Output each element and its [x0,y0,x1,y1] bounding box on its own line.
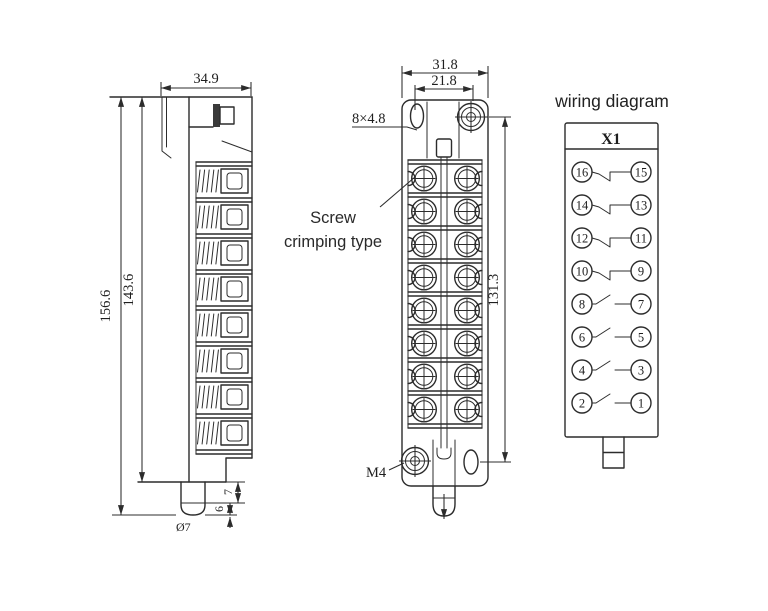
side-cell [195,269,253,302]
dim-side-pin-length: 6 [212,506,226,512]
center-rail [440,156,448,449]
dim-front-hole-spacing: 21.8 [431,73,456,89]
mounting-slot-top [409,103,425,129]
dim-side-width: 34.9 [193,71,218,87]
wiring-row-4: 10 9 [571,260,652,282]
clamp-screw-side [213,104,220,127]
terminal-number: 13 [635,198,648,212]
terminal-number: 4 [579,363,586,377]
side-cell [195,377,253,410]
terminal-number: 6 [579,330,585,344]
terminal-row [407,324,483,357]
side-cell [195,161,253,194]
terminal-number: 8 [579,297,585,311]
terminal-number: 14 [576,198,589,212]
terminal-row [407,225,483,258]
terminal-row [407,258,483,291]
wiring-block-tab [602,436,625,469]
wiring-block-outline [564,122,659,438]
terminal-row [407,159,483,192]
mounting-slot-bottom [463,449,479,475]
wiring-row-5: 8 7 [571,293,652,315]
dim-side-height-body: 143.6 [121,274,137,307]
wiring-row-1: 16 15 [571,161,652,183]
terminal-row [407,390,483,423]
terminal-number: 9 [638,264,644,278]
terminal-number: 1 [638,396,644,410]
dim-side-pin-diameter: Ø7 [176,520,191,534]
wiring-row-3: 12 11 [571,227,652,249]
side-view-terminal-cells [195,161,253,455]
terminal-number: 3 [638,363,644,377]
center-rail-slot [435,138,453,158]
terminal-number: 5 [638,330,644,344]
side-cell [195,413,253,446]
mounting-pin-side [180,481,206,516]
terminal-number: 12 [576,231,589,245]
wiring-diagram: wiring diagram X1 16 15 14 13 12 11 10 9… [554,91,669,469]
terminal-number: 15 [635,165,648,179]
dim-side-step: 7 [221,489,235,495]
side-view-dimensions: 34.9 156.6 143.6 7 6 Ø7 [98,71,252,534]
wiring-diagram-title: wiring diagram [554,91,669,111]
wiring-row-8: 2 1 [571,392,652,414]
front-view-outline [399,99,489,519]
dim-slot-spec: 8×4.8 [352,111,386,127]
dim-front-width: 31.8 [432,57,457,73]
dim-side-height-total: 156.6 [98,290,114,323]
terminal-row [407,192,483,225]
wiring-row-7: 4 3 [571,359,652,381]
terminal-number: 16 [576,165,589,179]
dim-screw-spec: M4 [366,465,387,481]
terminal-number: 11 [635,231,647,245]
side-view: 34.9 156.6 143.6 7 6 Ø7 [98,71,253,534]
wiring-block-label: X1 [601,131,621,148]
mounting-screw-bottom [399,445,431,477]
wiring-row-6: 6 5 [571,326,652,348]
side-cell [195,305,253,338]
terminal-number: 10 [576,264,589,278]
front-view-terminal-rows [407,159,483,429]
screw-type-label-line2: crimping type [284,233,382,251]
screw-type-label-line1: Screw [310,209,356,227]
terminal-number: 7 [638,297,644,311]
mounting-screw-top [455,101,488,133]
terminal-number: 2 [579,396,585,410]
dim-terminal-span: 131.3 [486,274,502,307]
front-view: 31.8 21.8 8×4.8 131.3 M4 Screw crimping … [284,57,511,519]
side-cell [195,197,253,230]
side-cell [195,233,253,266]
terminal-row [407,357,483,390]
front-view-dimensions: 31.8 21.8 8×4.8 131.3 M4 Screw crimping … [284,57,511,481]
wiring-row-2: 14 13 [571,194,652,216]
side-cell [195,341,253,374]
terminal-row [407,291,483,324]
